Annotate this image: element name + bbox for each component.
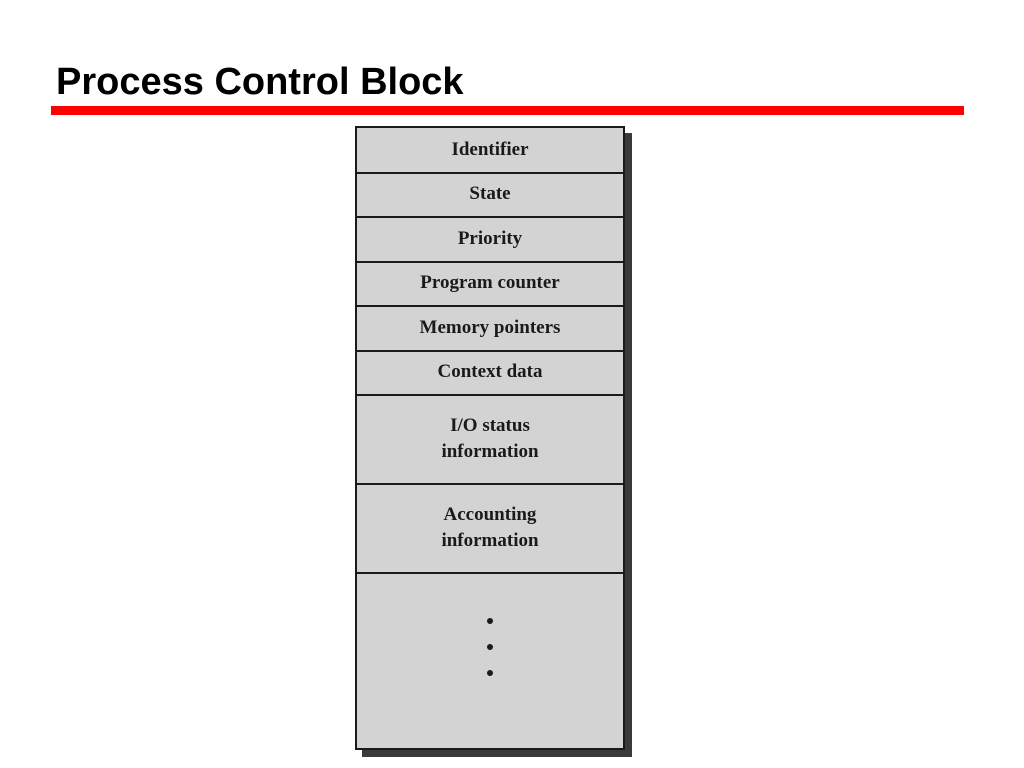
ellipsis-dot — [487, 644, 493, 650]
field-label: Accounting information — [441, 503, 539, 551]
field-program-counter: Program counter — [357, 261, 623, 307]
field-label: I/O status information — [441, 414, 539, 462]
field-context-data: Context data — [357, 350, 623, 396]
field-label: Program counter — [420, 272, 560, 293]
field-label: Context data — [437, 361, 543, 382]
process-control-block: Identifier State Priority Program counte… — [355, 126, 625, 750]
field-more — [357, 572, 623, 748]
field-memory-pointers: Memory pointers — [357, 306, 623, 352]
field-accounting-information: Accounting information — [357, 483, 623, 574]
field-identifier: Identifier — [357, 128, 623, 174]
ellipsis-dot — [487, 670, 493, 676]
field-label: Priority — [457, 228, 523, 249]
process-control-block-diagram: Identifier State Priority Program counte… — [355, 126, 632, 757]
field-priority: Priority — [357, 217, 623, 263]
field-io-status-information: I/O status information — [357, 394, 623, 485]
field-label: State — [469, 183, 511, 204]
field-label: Memory pointers — [419, 317, 561, 338]
field-label: Identifier — [451, 139, 529, 160]
slide-title: Process Control Block — [56, 61, 464, 103]
field-state: State — [357, 172, 623, 218]
title-underline — [51, 106, 964, 115]
ellipsis-dot — [487, 618, 493, 624]
